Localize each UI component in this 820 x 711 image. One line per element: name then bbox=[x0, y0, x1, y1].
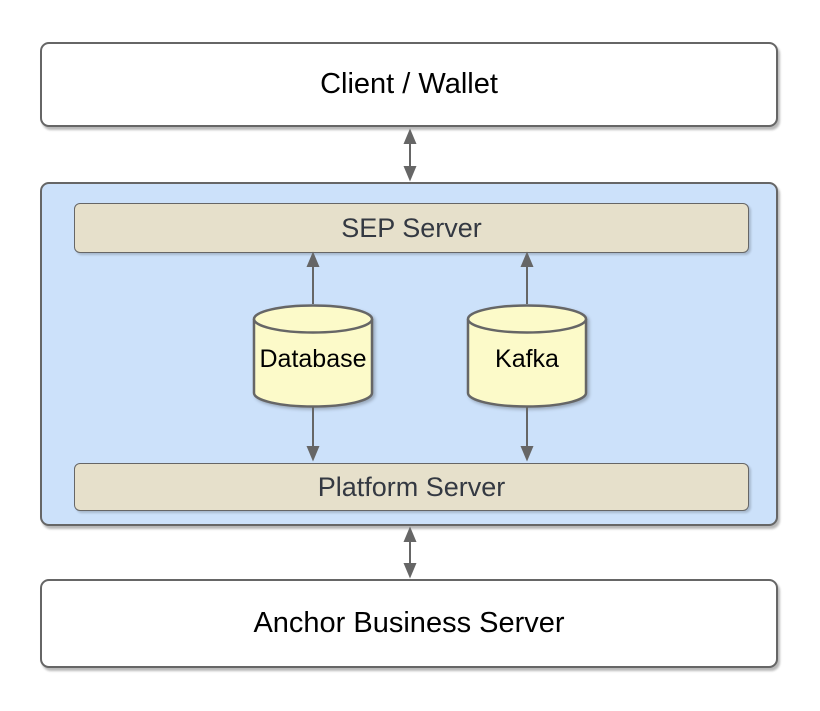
anchor-platform-group: SEP Server Platform Server bbox=[40, 182, 778, 526]
sep-server-label: SEP Server bbox=[341, 212, 482, 243]
platform-server-label: Platform Server bbox=[317, 471, 506, 502]
kafka-node: Kafka bbox=[466, 303, 588, 409]
arrow-down-icon bbox=[306, 407, 320, 462]
cylinder-icon bbox=[252, 304, 374, 408]
cylinder-icon bbox=[466, 304, 588, 408]
client-group-edge bbox=[398, 128, 422, 182]
client-wallet-label: Client / Wallet bbox=[320, 68, 498, 100]
client-wallet-node: Client / Wallet bbox=[40, 42, 778, 127]
kafka-sep-edge bbox=[517, 251, 537, 304]
database-platform-edge bbox=[303, 407, 323, 462]
kafka-platform-edge bbox=[517, 407, 537, 462]
database-node: Database bbox=[252, 303, 374, 409]
kafka-label: Kafka bbox=[495, 345, 559, 373]
sep-server-node: SEP Server bbox=[74, 203, 749, 253]
anchor-business-server-node: Anchor Business Server bbox=[40, 579, 778, 668]
arrow-down-icon bbox=[520, 407, 534, 462]
bidirectional-arrow-icon bbox=[403, 128, 417, 182]
bidirectional-arrow-icon bbox=[403, 526, 417, 579]
arrow-up-icon bbox=[520, 251, 534, 304]
database-label: Database bbox=[259, 345, 367, 373]
arrow-up-icon bbox=[306, 251, 320, 304]
group-anchor-edge bbox=[398, 526, 422, 579]
database-sep-edge bbox=[303, 251, 323, 304]
anchor-business-server-label: Anchor Business Server bbox=[253, 607, 565, 639]
platform-server-node: Platform Server bbox=[74, 463, 749, 511]
